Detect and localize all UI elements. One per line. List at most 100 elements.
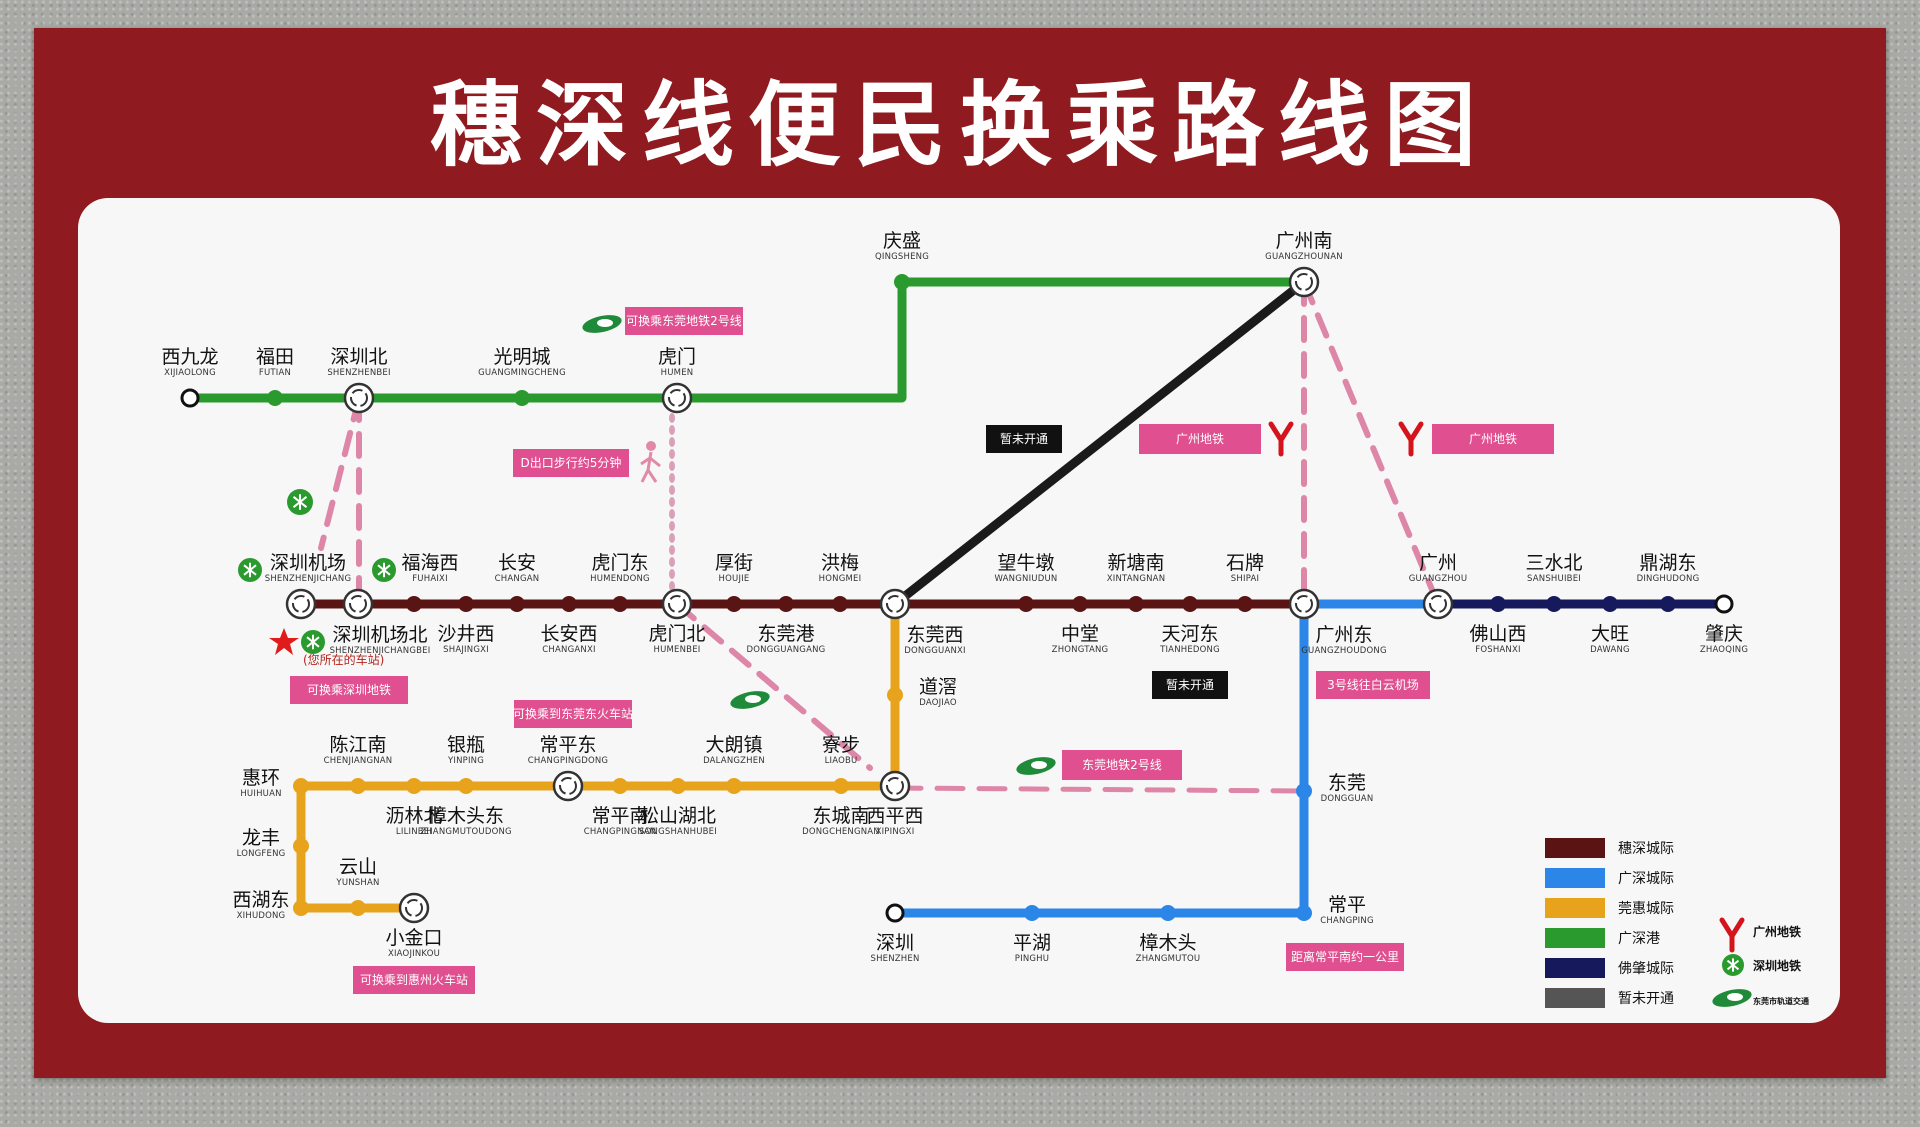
- station-name: 大旺: [1591, 623, 1629, 645]
- station-dot: [1182, 596, 1198, 612]
- legend-item: 佛肇城际: [1545, 958, 1674, 978]
- station-dot: [1660, 596, 1676, 612]
- footprint-icon: [669, 545, 675, 555]
- station-pinyin: XIJIAOLONG: [164, 368, 216, 378]
- interchange-arrows-icon: [350, 389, 368, 407]
- station-pinyin: QINGSHENG: [875, 252, 929, 262]
- station-pinyin: CHANGPINGNAN: [584, 827, 657, 837]
- station-pinyin: DONGCHENGNAN: [802, 827, 880, 837]
- interchange-icon: [879, 588, 911, 620]
- dongguan-rail-icon-2: [730, 691, 770, 709]
- station-name: 肇庆: [1705, 623, 1743, 645]
- station-pinyin: DONGGUANXI: [904, 646, 966, 656]
- station-name: 常平南: [591, 805, 648, 827]
- station-pinyin: HUMEN: [661, 368, 694, 378]
- legend-item: 穗深城际: [1545, 838, 1674, 858]
- footprint-icon: [669, 437, 675, 447]
- note-exit-d-walk: D出口步行约5分钟: [513, 449, 629, 477]
- station-pinyin: ZHANGMUTOU: [1136, 954, 1201, 964]
- shenzhen-metro-icon-3: [372, 558, 396, 582]
- note-text: 东莞地铁2号线: [1082, 758, 1162, 772]
- legend-item: 广深港: [1545, 928, 1660, 948]
- shenzhen-metro-icon-2: [238, 558, 262, 582]
- station-pinyin: HUMENDONG: [590, 574, 650, 584]
- station-name: 寮步: [822, 734, 860, 756]
- dg2-planned-dash: [674, 601, 873, 771]
- note-text: 可换乘东莞地铁2号线: [626, 314, 742, 328]
- station-pinyin: DAOJIAO: [919, 698, 957, 708]
- note-box: [1139, 424, 1261, 454]
- note-dongguan-east-rail: 可换乘到东莞东火车站: [513, 700, 633, 728]
- station-dot: [406, 596, 422, 612]
- footprint-icon: [669, 425, 675, 435]
- stations: 西九龙XIJIAOLONG福田FUTIAN深圳北SHENZHENBEI光明城GU…: [161, 230, 1747, 964]
- station-dot: [406, 778, 422, 794]
- station-pinyin: WANGNIUDUN: [995, 574, 1058, 584]
- footprint-icon: [669, 485, 675, 495]
- legend-swatch: [1545, 928, 1605, 948]
- station-pinyin: GUANGZHOUNAN: [1265, 252, 1343, 262]
- station-dot: [1546, 596, 1562, 612]
- shenzhen-metro-logo: 深圳地铁: [1753, 958, 1801, 973]
- station-pinyin: FOSHANXI: [1475, 645, 1520, 655]
- note-box: [514, 700, 632, 728]
- station-name: 沙井西: [437, 623, 494, 645]
- station-name: 光明城: [493, 346, 550, 368]
- note-box: [353, 966, 475, 994]
- station-name: 庆盛: [883, 230, 921, 252]
- logo-text: 深圳地铁: [1753, 958, 1801, 973]
- interchange-icon: [343, 382, 375, 414]
- note-sz-metro: 可换乘深圳地铁: [290, 676, 408, 704]
- station-name: 中堂: [1061, 623, 1099, 645]
- legend-label: 穗深城际: [1618, 841, 1674, 857]
- legend-swatch: [1545, 898, 1605, 918]
- station-name: 常平: [1328, 894, 1366, 916]
- station-name: 广州东: [1315, 624, 1372, 646]
- station-name: 樟木头东: [428, 805, 504, 827]
- guangzhou-metro-logo: 广州地铁: [1753, 924, 1801, 939]
- note-box: [986, 425, 1062, 453]
- station-pinyin: DINGHUDONG: [1637, 574, 1700, 584]
- station-name: 道滘: [919, 676, 957, 698]
- station-dot: [293, 838, 309, 854]
- transfer-dash-sz-north-airport: [318, 395, 362, 551]
- note-text: 暂未开通: [1000, 432, 1048, 446]
- station-name: 天河东: [1161, 623, 1218, 645]
- station-name: 银瓶: [447, 734, 485, 756]
- interchange-arrows-icon: [292, 595, 310, 613]
- station-name: 樟木头: [1139, 932, 1196, 954]
- interchange-icon: [552, 770, 584, 802]
- station-dot: [1296, 783, 1312, 799]
- note-box: [1152, 671, 1228, 699]
- station-name: 东城南: [812, 805, 869, 827]
- station-name: 望牛墩: [997, 552, 1054, 574]
- station-dot: [350, 900, 366, 916]
- footprint-icon: [669, 413, 675, 423]
- dongguan-rail-icon-1: [582, 315, 622, 333]
- interchange-arrows-icon: [1295, 273, 1313, 291]
- station-dot: [458, 778, 474, 794]
- station-pinyin: ZHANGMUTOUDONG: [420, 827, 512, 837]
- station-name: 常平东: [539, 734, 596, 756]
- note-line3-airport: 3号线往白云机场: [1316, 671, 1430, 699]
- station-pinyin: PINGHU: [1015, 954, 1049, 964]
- note-box: [625, 307, 743, 335]
